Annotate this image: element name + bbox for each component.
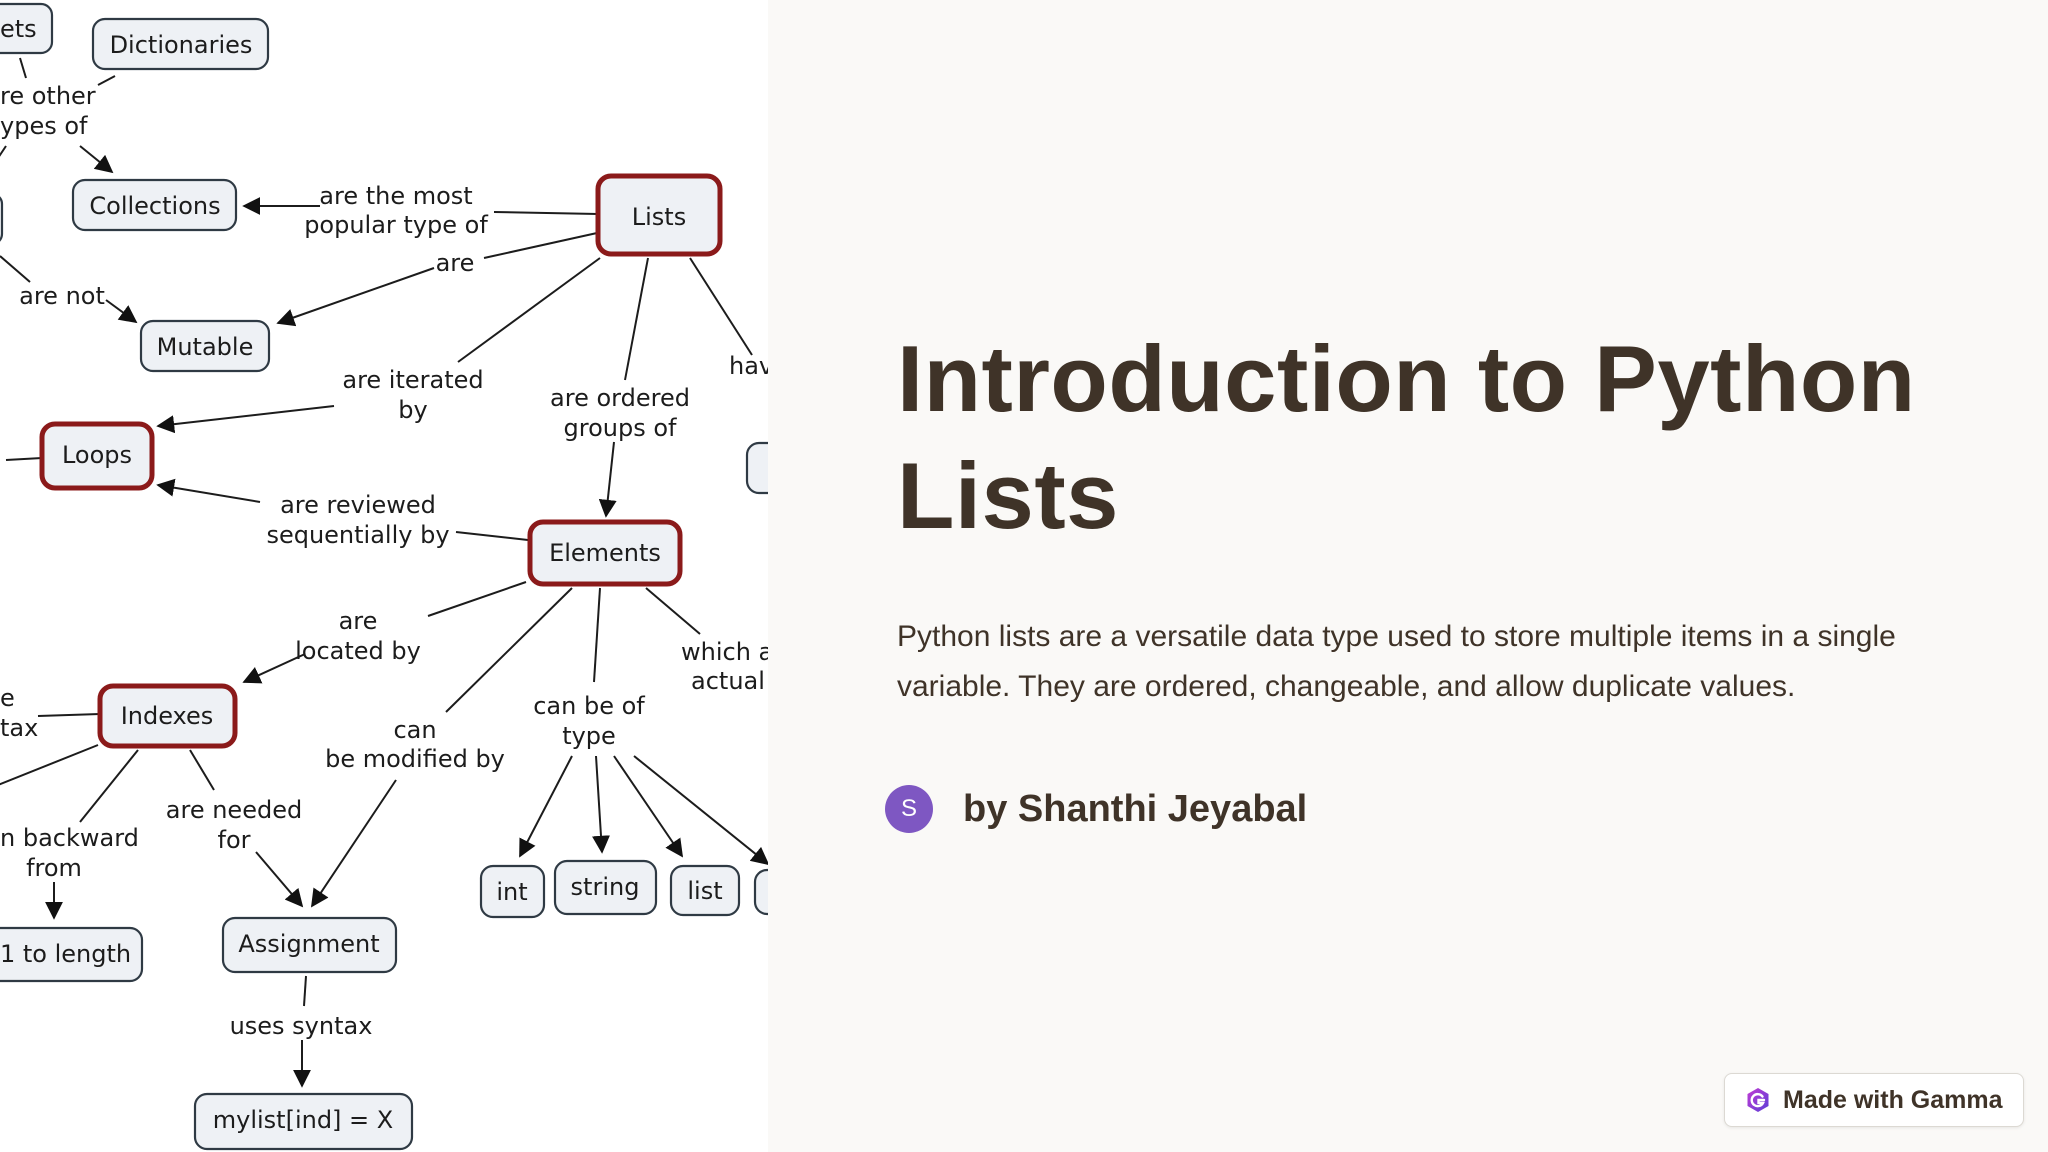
author-byline: S by Shanthi Jeyabal [885, 784, 1307, 834]
link-label-syntax-line1: e [0, 684, 15, 712]
link-label-syntax-line2: tax [0, 714, 38, 742]
node-one-to-length: 1 to length [0, 926, 144, 983]
node-indexes: Indexes [97, 683, 238, 749]
link-label-needed-for-line1: are needed [166, 796, 302, 824]
node-lists: Lists [595, 173, 723, 257]
node-dictionaries: Dictionaries [91, 17, 270, 71]
node-loops: Loops [39, 421, 155, 491]
link-label-needed-for-line2: for [218, 826, 251, 854]
link-label-reviewed-line1: are reviewed [280, 491, 436, 519]
svg-text:int: int [496, 878, 527, 906]
link-label-uses-syntax: uses syntax [230, 1012, 373, 1040]
svg-text:list: list [687, 877, 722, 905]
svg-text:Assignment: Assignment [238, 930, 379, 958]
link-label-backward-line2: from [26, 854, 82, 882]
concept-map-edges [0, 57, 768, 1088]
made-with-gamma-label: Made with Gamma [1783, 1085, 2003, 1114]
content-area: Introduction to Python Lists Python list… [897, 320, 1977, 712]
node-mutable: Mutable [139, 319, 271, 373]
node-string: string [553, 859, 658, 916]
svg-text:ets: ets [0, 15, 37, 43]
svg-text:Dictionaries: Dictionaries [110, 31, 253, 59]
link-label-are-other-types-of-line1: re other [0, 82, 96, 110]
description-paragraph: Python lists are a versatile data type u… [897, 620, 1896, 703]
link-label-have: hav [729, 352, 768, 380]
link-label-modified-line2: be modified by [325, 745, 505, 773]
svg-text:Collections: Collections [89, 192, 220, 220]
node-partial-left [0, 196, 4, 242]
author-name: by Shanthi Jeyabal [963, 787, 1308, 830]
link-label-are-iterated-line2: by [398, 396, 427, 424]
concept-map-diagram: re other ypes of are the most popular ty… [0, 2, 768, 1151]
link-label-can-be-of-type-line1: can be of [533, 692, 645, 720]
link-label-are-not: are not [19, 282, 105, 310]
concept-map-nodes: ets Dictionaries Collections Lists Mutab… [0, 2, 768, 1151]
link-label-backward-line1: n backward [0, 824, 139, 852]
link-label-are-iterated-line1: are iterated [342, 366, 483, 394]
node-int: int [479, 864, 546, 919]
link-label-which-actual-line2: actual [691, 667, 765, 695]
link-label-modified-line1: can [393, 716, 436, 744]
svg-text:string: string [571, 873, 640, 901]
concept-map-image: re other ypes of are the most popular ty… [0, 0, 768, 1152]
gamma-logo-icon [1747, 1088, 1769, 1112]
link-label-ordered-groups-line2: groups of [564, 414, 678, 442]
link-label-ordered-groups-line1: are ordered [550, 384, 690, 412]
link-label-located-line2: located by [295, 637, 421, 665]
svg-text:1 to length: 1 to length [0, 940, 131, 968]
node-list: list [669, 864, 741, 917]
node-elements: Elements [527, 519, 683, 587]
svg-text:Indexes: Indexes [121, 702, 214, 730]
svg-text:Mutable: Mutable [157, 333, 254, 361]
link-label-are-other-types-of-line2: ypes of [0, 112, 88, 140]
svg-text:mylist[ind] = X: mylist[ind] = X [213, 1106, 393, 1134]
node-assignment: Assignment [221, 916, 398, 974]
node-collections: Collections [71, 178, 238, 232]
avatar: S [885, 785, 933, 833]
page-title: Introduction to Python Lists [897, 326, 1916, 548]
link-label-can-be-of-type-line2: type [562, 722, 616, 750]
link-label-located-line1: are [339, 607, 378, 635]
node-partial-bottom-right [753, 868, 768, 916]
link-label-which-actual-line1: which a [681, 638, 768, 666]
node-mylist-syntax: mylist[ind] = X [193, 1092, 414, 1151]
link-label-most-popular-line1: are the most [319, 182, 472, 210]
link-label-are: are [436, 249, 475, 277]
node-sets: ets [0, 2, 54, 55]
node-partial-right [745, 441, 768, 495]
svg-text:Lists: Lists [632, 203, 686, 231]
svg-text:Elements: Elements [549, 539, 661, 567]
link-label-reviewed-line2: sequentially by [266, 521, 449, 549]
concept-map-link-labels: re other ypes of are the most popular ty… [0, 82, 768, 1040]
made-with-gamma-button[interactable]: Made with Gamma [1724, 1073, 2024, 1127]
link-label-most-popular-line2: popular type of [304, 211, 488, 239]
svg-text:Loops: Loops [62, 441, 132, 469]
